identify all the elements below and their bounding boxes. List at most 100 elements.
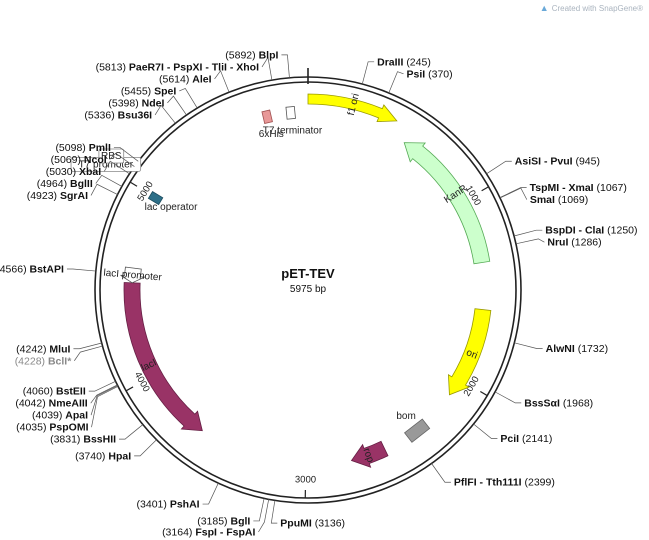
site-position: (3831): [50, 434, 80, 446]
site-leader-bsshii: [119, 424, 144, 440]
site-bsu36i: (5336) Bsu36I: [84, 104, 176, 124]
site-leader-bgli: [253, 498, 265, 522]
site-name: PaeR7I - PspXI - TliI - XhoI: [129, 61, 259, 73]
site-label-sgrai: (4923) SgrAI: [27, 190, 88, 202]
feature-label-bom: bom: [396, 411, 415, 422]
feature-box-rbs: [98, 148, 125, 164]
site-name: BclI*: [48, 355, 72, 367]
feature-f1-ori: f1 ori: [307, 92, 398, 123]
feature-shape-bom: [404, 418, 431, 443]
site-name: PmlI: [89, 142, 111, 154]
site-bsshii: (3831) BssHII: [50, 424, 144, 446]
site-bsss-i: BssSαI (1968): [494, 391, 593, 409]
site-apai: (4039) ApaI: [32, 385, 118, 422]
site-position: (1286): [571, 237, 601, 249]
site-asisi-pvui: AsiSI - PvuI (945): [486, 156, 600, 175]
site-label-psii: PsiI (370): [407, 68, 453, 80]
site-position: (1250): [607, 225, 637, 237]
site-position: (1968): [563, 397, 593, 409]
feature-label-6xhis: 6xHis: [259, 129, 284, 140]
feature-kanr: KanR: [403, 142, 491, 265]
site-label-mlui: (4242) MluI: [16, 343, 70, 355]
site-leader-hpai: [134, 439, 157, 457]
site-leader-pmli: [113, 147, 139, 162]
site-label-xbai: (5030) XbaI: [46, 166, 102, 178]
site-leader-tspmi-xmai: [499, 187, 527, 198]
site-leader-mlui: [73, 342, 102, 350]
plasmid-center-label: pET-TEV 5975 bp: [281, 266, 335, 295]
site-position: (5069): [51, 154, 81, 166]
site-bspdi-clai: BspDI - ClaI (1250): [513, 225, 638, 237]
feature-shape-f1-ori: [307, 93, 398, 123]
watermark-text: Created with SnapGene®: [551, 3, 643, 13]
site-leader-pshai: [202, 483, 219, 505]
feature-shape-lac-operator: [147, 190, 164, 206]
feature-label-rbs: RBS: [101, 151, 122, 162]
site-name: PciI: [500, 433, 519, 445]
site-pcii: PciI (2141): [473, 423, 552, 445]
feature-6xhis: 6xHis: [259, 109, 284, 140]
site-position: (1732): [578, 343, 608, 355]
site-leader-ppumi: [270, 500, 278, 524]
feature-shape-t7-terminator: [285, 106, 296, 120]
feature-shape-laci-promoter: [120, 266, 147, 284]
tick-5000: [129, 181, 138, 187]
site-leader-bspdi-clai: [513, 229, 543, 237]
site-position: (4566): [0, 263, 27, 275]
site-position: (3136): [315, 518, 345, 530]
site-leader-bglii: [95, 174, 123, 187]
site-label-pmli: (5098) PmlI: [55, 142, 111, 154]
feature-label-rop: rop: [361, 447, 376, 465]
site-leader-nmeaiii: [90, 384, 118, 404]
feature-ori: ori: [447, 308, 492, 396]
site-tspmi-xmai: TspMI - XmaI (1067): [499, 182, 627, 198]
site-label-nrui: NruI (1286): [547, 237, 601, 249]
feature-shape-rop: [350, 440, 389, 468]
site-name: XbaI: [79, 166, 101, 178]
site-leader-asisi-pvui: [486, 160, 512, 175]
site-position: (4228): [15, 355, 45, 367]
site-label-pcii: PciI (2141): [500, 433, 552, 445]
site-pshai: (3401) PshAI: [137, 483, 219, 511]
site-bgli: (3185) BglI: [197, 498, 265, 527]
site-label-hpai: (3740) HpaI: [75, 450, 131, 462]
site-hpai: (3740) HpaI: [75, 439, 157, 462]
site-leader-ndei: [167, 95, 187, 116]
site-pspomi: (4035) PspOMI: [16, 386, 119, 434]
site-label-bsteii: (4060) BstEII: [23, 386, 86, 398]
site-bsteii: (4060) BstEII: [23, 380, 116, 398]
site-name: AlwNI: [546, 343, 575, 355]
site-label-blpi: (5892) BlpI: [225, 49, 278, 61]
site-name: NdeI: [142, 97, 165, 109]
site-name: BlpI: [259, 49, 279, 61]
site-name: PpuMI: [280, 518, 312, 530]
plasmid-size: 5975 bp: [290, 284, 327, 295]
site-label-tspmi-xmai: TspMI - XmaI (1067): [530, 182, 627, 194]
site-position: (3401): [137, 499, 167, 511]
site-name: BspDI - ClaI: [545, 225, 604, 237]
site-leader-pflfi-tth111i: [431, 463, 451, 483]
site-leader-smai: [499, 187, 528, 200]
site-leader-apai: [90, 385, 118, 416]
site-draiii: DraIII (245): [361, 56, 431, 85]
site-leader-bcli: [74, 345, 103, 361]
site-blpi: (5892) BlpI: [225, 49, 290, 78]
site-name: NmeAIII: [49, 398, 88, 410]
feature-laci-promoter: lacI promoter: [103, 266, 163, 284]
site-position: (4964): [37, 178, 67, 190]
site-name: MluI: [49, 343, 70, 355]
site-alei: (5614) AleI: [159, 70, 230, 93]
site-name: BssHII: [83, 434, 116, 446]
site-leader-sgrai: [90, 183, 118, 196]
site-pmli: (5098) PmlI: [55, 142, 139, 162]
site-name: BssSαI: [524, 397, 560, 409]
site-name: PspOMI: [49, 422, 88, 434]
site-ncoi: (5069) NcoI: [51, 152, 135, 167]
site-leader-fspi-fspai: [258, 499, 270, 533]
site-name: TspMI - XmaI: [530, 182, 594, 194]
site-name: Bsu36I: [118, 109, 153, 121]
site-name: SgrAI: [60, 190, 88, 202]
site-name: PflFI - Tth111I: [454, 477, 522, 489]
site-smai: SmaI (1069): [499, 187, 588, 206]
tick-1000: [481, 186, 489, 192]
